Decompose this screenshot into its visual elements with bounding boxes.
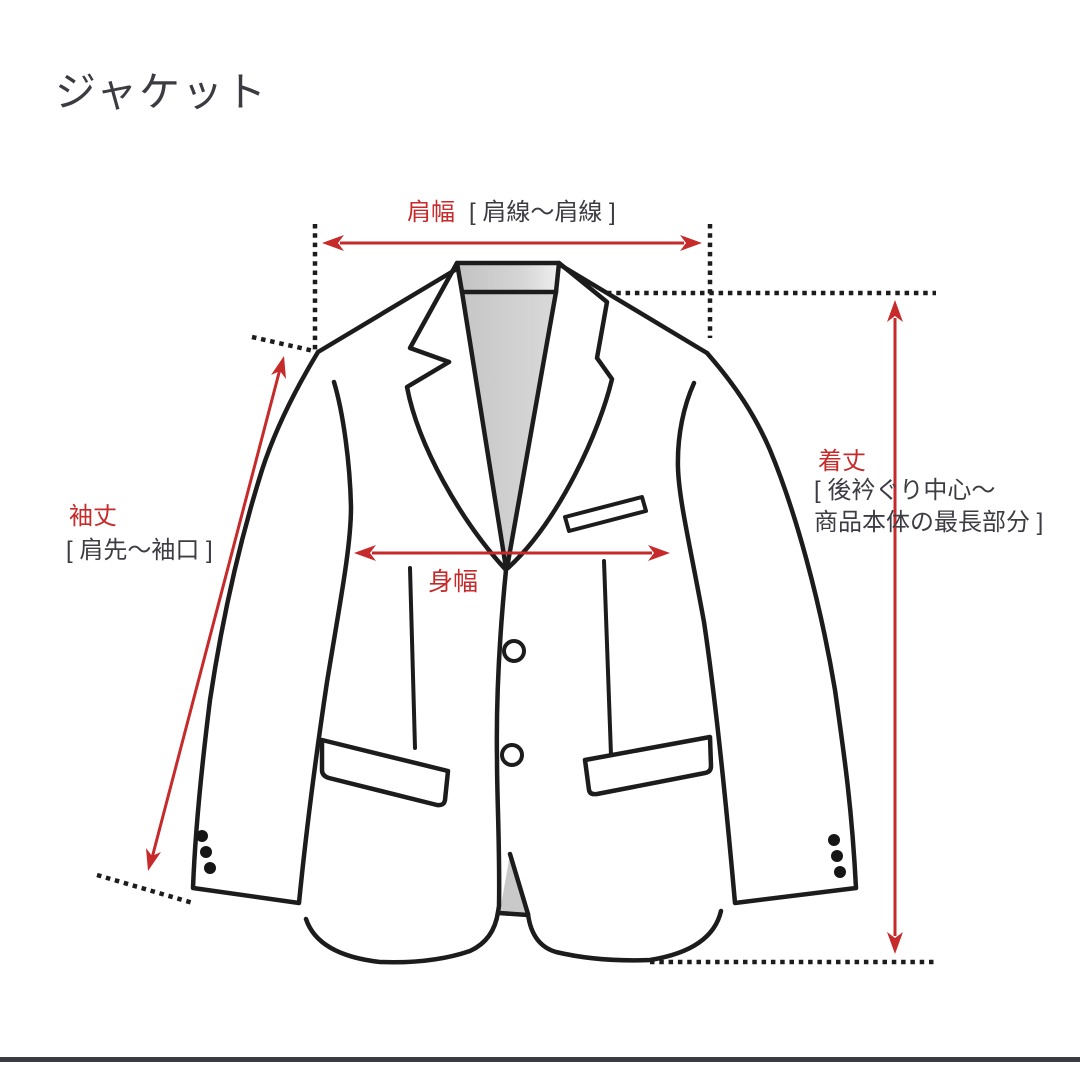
measurement-arrows bbox=[322, 235, 903, 954]
left-collar-edge bbox=[407, 260, 460, 365]
right-cuff-buttons bbox=[828, 834, 846, 878]
garment-length-range-line2: 商品本体の最長部分 ] bbox=[814, 509, 1044, 536]
chest-welt-pocket bbox=[563, 495, 648, 533]
dotted-guide-lines bbox=[96, 224, 936, 965]
right-collar-lapel-edge bbox=[505, 260, 615, 571]
lining-right-edge bbox=[504, 289, 559, 571]
front-button-bottom bbox=[500, 743, 524, 767]
right-shoulder-seam bbox=[559, 263, 710, 356]
garment-length-range-line1: [ 後衿ぐり中心〜 bbox=[814, 477, 996, 504]
shoulder-width-label: 肩幅 [ 肩線〜肩線 ] bbox=[407, 199, 616, 227]
sleeve-length-term: 袖丈 bbox=[69, 503, 117, 530]
shoulder-width-range: [ 肩線〜肩線 ] bbox=[469, 199, 616, 226]
left-front-dart bbox=[408, 566, 417, 750]
left-lapel-edge bbox=[404, 359, 509, 573]
right-front-panel-hem bbox=[525, 908, 724, 963]
guide-shoulder-tip-diagonal bbox=[251, 334, 315, 354]
left-shoulder-seam bbox=[315, 267, 458, 355]
right-flap-pocket bbox=[582, 734, 714, 797]
page-title: ジャケット bbox=[55, 69, 268, 115]
collar-band bbox=[454, 260, 562, 295]
right-sleeve bbox=[675, 350, 859, 906]
left-sleeve bbox=[190, 349, 354, 906]
right-front-dart bbox=[602, 559, 613, 757]
vent-bottom-edge bbox=[496, 910, 531, 918]
neck-inner-lining bbox=[462, 292, 556, 568]
jacket-details bbox=[196, 495, 846, 878]
guide-cuff-diagonal bbox=[96, 872, 194, 906]
body-width-arrow bbox=[354, 545, 670, 561]
shoulder-width-arrow bbox=[322, 235, 702, 251]
left-cuff-buttons bbox=[196, 830, 216, 874]
garment-length-term: 着丈 bbox=[818, 448, 866, 475]
sleeve-length-arrow bbox=[146, 356, 286, 871]
front-button-top bbox=[502, 639, 526, 663]
shoulder-width-term: 肩幅 bbox=[407, 199, 455, 226]
lining-left-edge bbox=[459, 289, 509, 571]
body-width-term: 身幅 bbox=[428, 568, 479, 596]
vent-right-edge bbox=[507, 851, 531, 917]
bottom-divider bbox=[0, 1057, 1080, 1062]
hem-vent-inner bbox=[500, 854, 527, 913]
left-flap-pocket bbox=[319, 737, 451, 808]
garment-length-arrow bbox=[887, 300, 903, 954]
jacket-outline bbox=[190, 260, 859, 965]
sleeve-length-range: [ 肩先〜袖口 ] bbox=[66, 537, 213, 564]
